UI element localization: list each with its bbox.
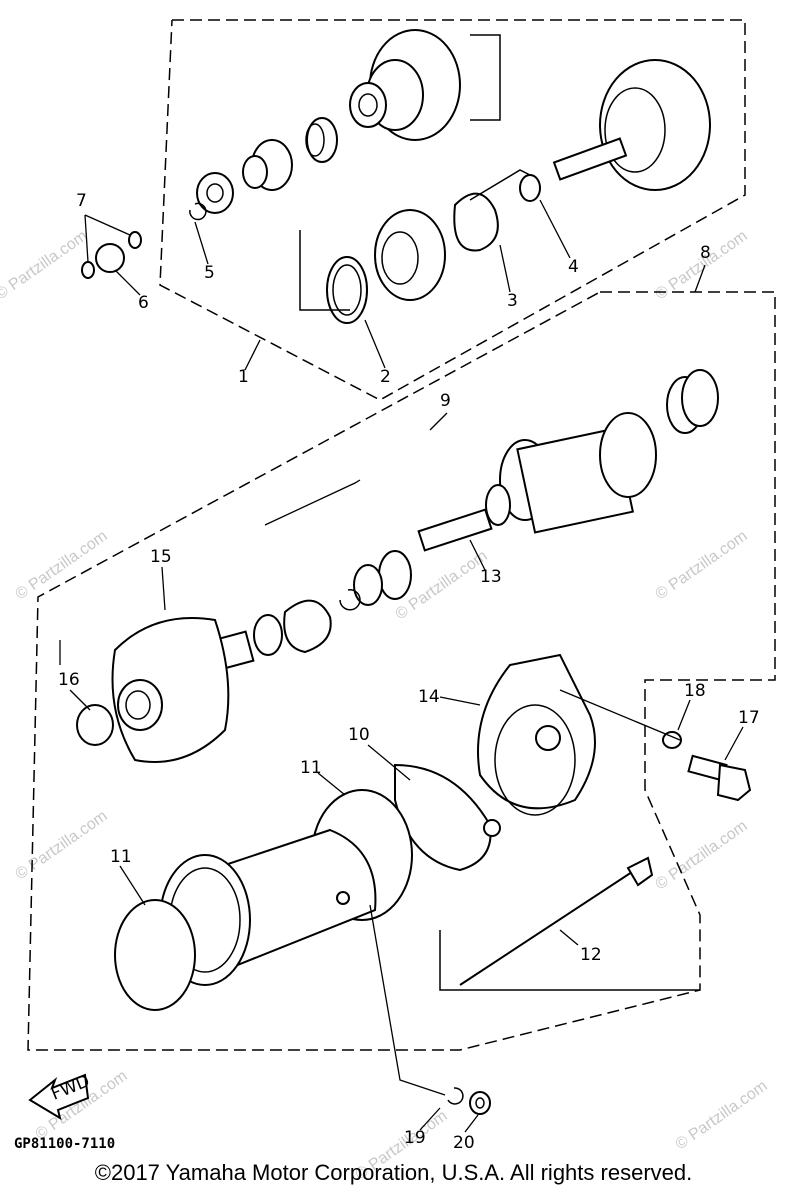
bolt-and-washer — [662, 731, 752, 802]
group-outlines — [27, 19, 776, 1051]
callout-20: 20 — [453, 1133, 475, 1153]
callout-9: 9 — [440, 391, 451, 411]
through-bolt — [439, 856, 700, 991]
callout-13: 13 — [480, 567, 502, 587]
watermark: © Partzilla.com — [13, 808, 111, 884]
copyright-notice: ©2017 Yamaha Motor Corporation, U.S.A. A… — [94, 1160, 693, 1185]
watermark: © Partzilla.com — [653, 528, 751, 604]
spring-washer-set — [81, 214, 142, 279]
front-housing — [76, 617, 230, 763]
leader-lines — [59, 199, 744, 1133]
drawing-code: GP81100-7110 — [14, 1136, 115, 1152]
callout-10: 10 — [348, 725, 370, 745]
callout-14: 14 — [418, 687, 440, 707]
rear-cover — [477, 653, 596, 816]
callout-5: 5 — [204, 263, 215, 283]
watermark: © Partzilla.com — [0, 228, 91, 304]
callout-4: 4 — [568, 257, 579, 277]
pinion-clutch-assembly — [189, 29, 711, 324]
brush-holder — [394, 763, 501, 872]
callouts: 1 2 3 4 5 6 7 8 9 10 11 11 12 13 14 15 1… — [58, 191, 760, 1153]
callout-2: 2 — [380, 367, 391, 387]
callout-7: 7 — [76, 191, 87, 211]
callout-15: 15 — [150, 547, 172, 567]
motor-assembly-outline — [27, 291, 776, 1051]
clip-and-nut — [369, 904, 491, 1115]
callout-16: 16 — [58, 670, 80, 690]
callout-18: 18 — [684, 681, 706, 701]
watermark: © Partzilla.com — [13, 528, 111, 604]
callout-11-upper: 11 — [300, 758, 322, 778]
callout-19: 19 — [404, 1128, 426, 1148]
clutch-assembly-outline — [159, 19, 746, 401]
callout-8: 8 — [700, 243, 711, 263]
callout-6: 6 — [138, 293, 149, 313]
armature — [215, 369, 719, 670]
callout-1: 1 — [238, 367, 249, 387]
callout-12: 12 — [580, 945, 602, 965]
callout-11-lower: 11 — [110, 847, 132, 867]
callout-3: 3 — [507, 291, 518, 311]
watermark: © Partzilla.com — [653, 818, 751, 894]
callout-17: 17 — [738, 708, 760, 728]
yoke — [114, 789, 413, 1011]
watermark: © Partzilla.com — [673, 1078, 771, 1154]
